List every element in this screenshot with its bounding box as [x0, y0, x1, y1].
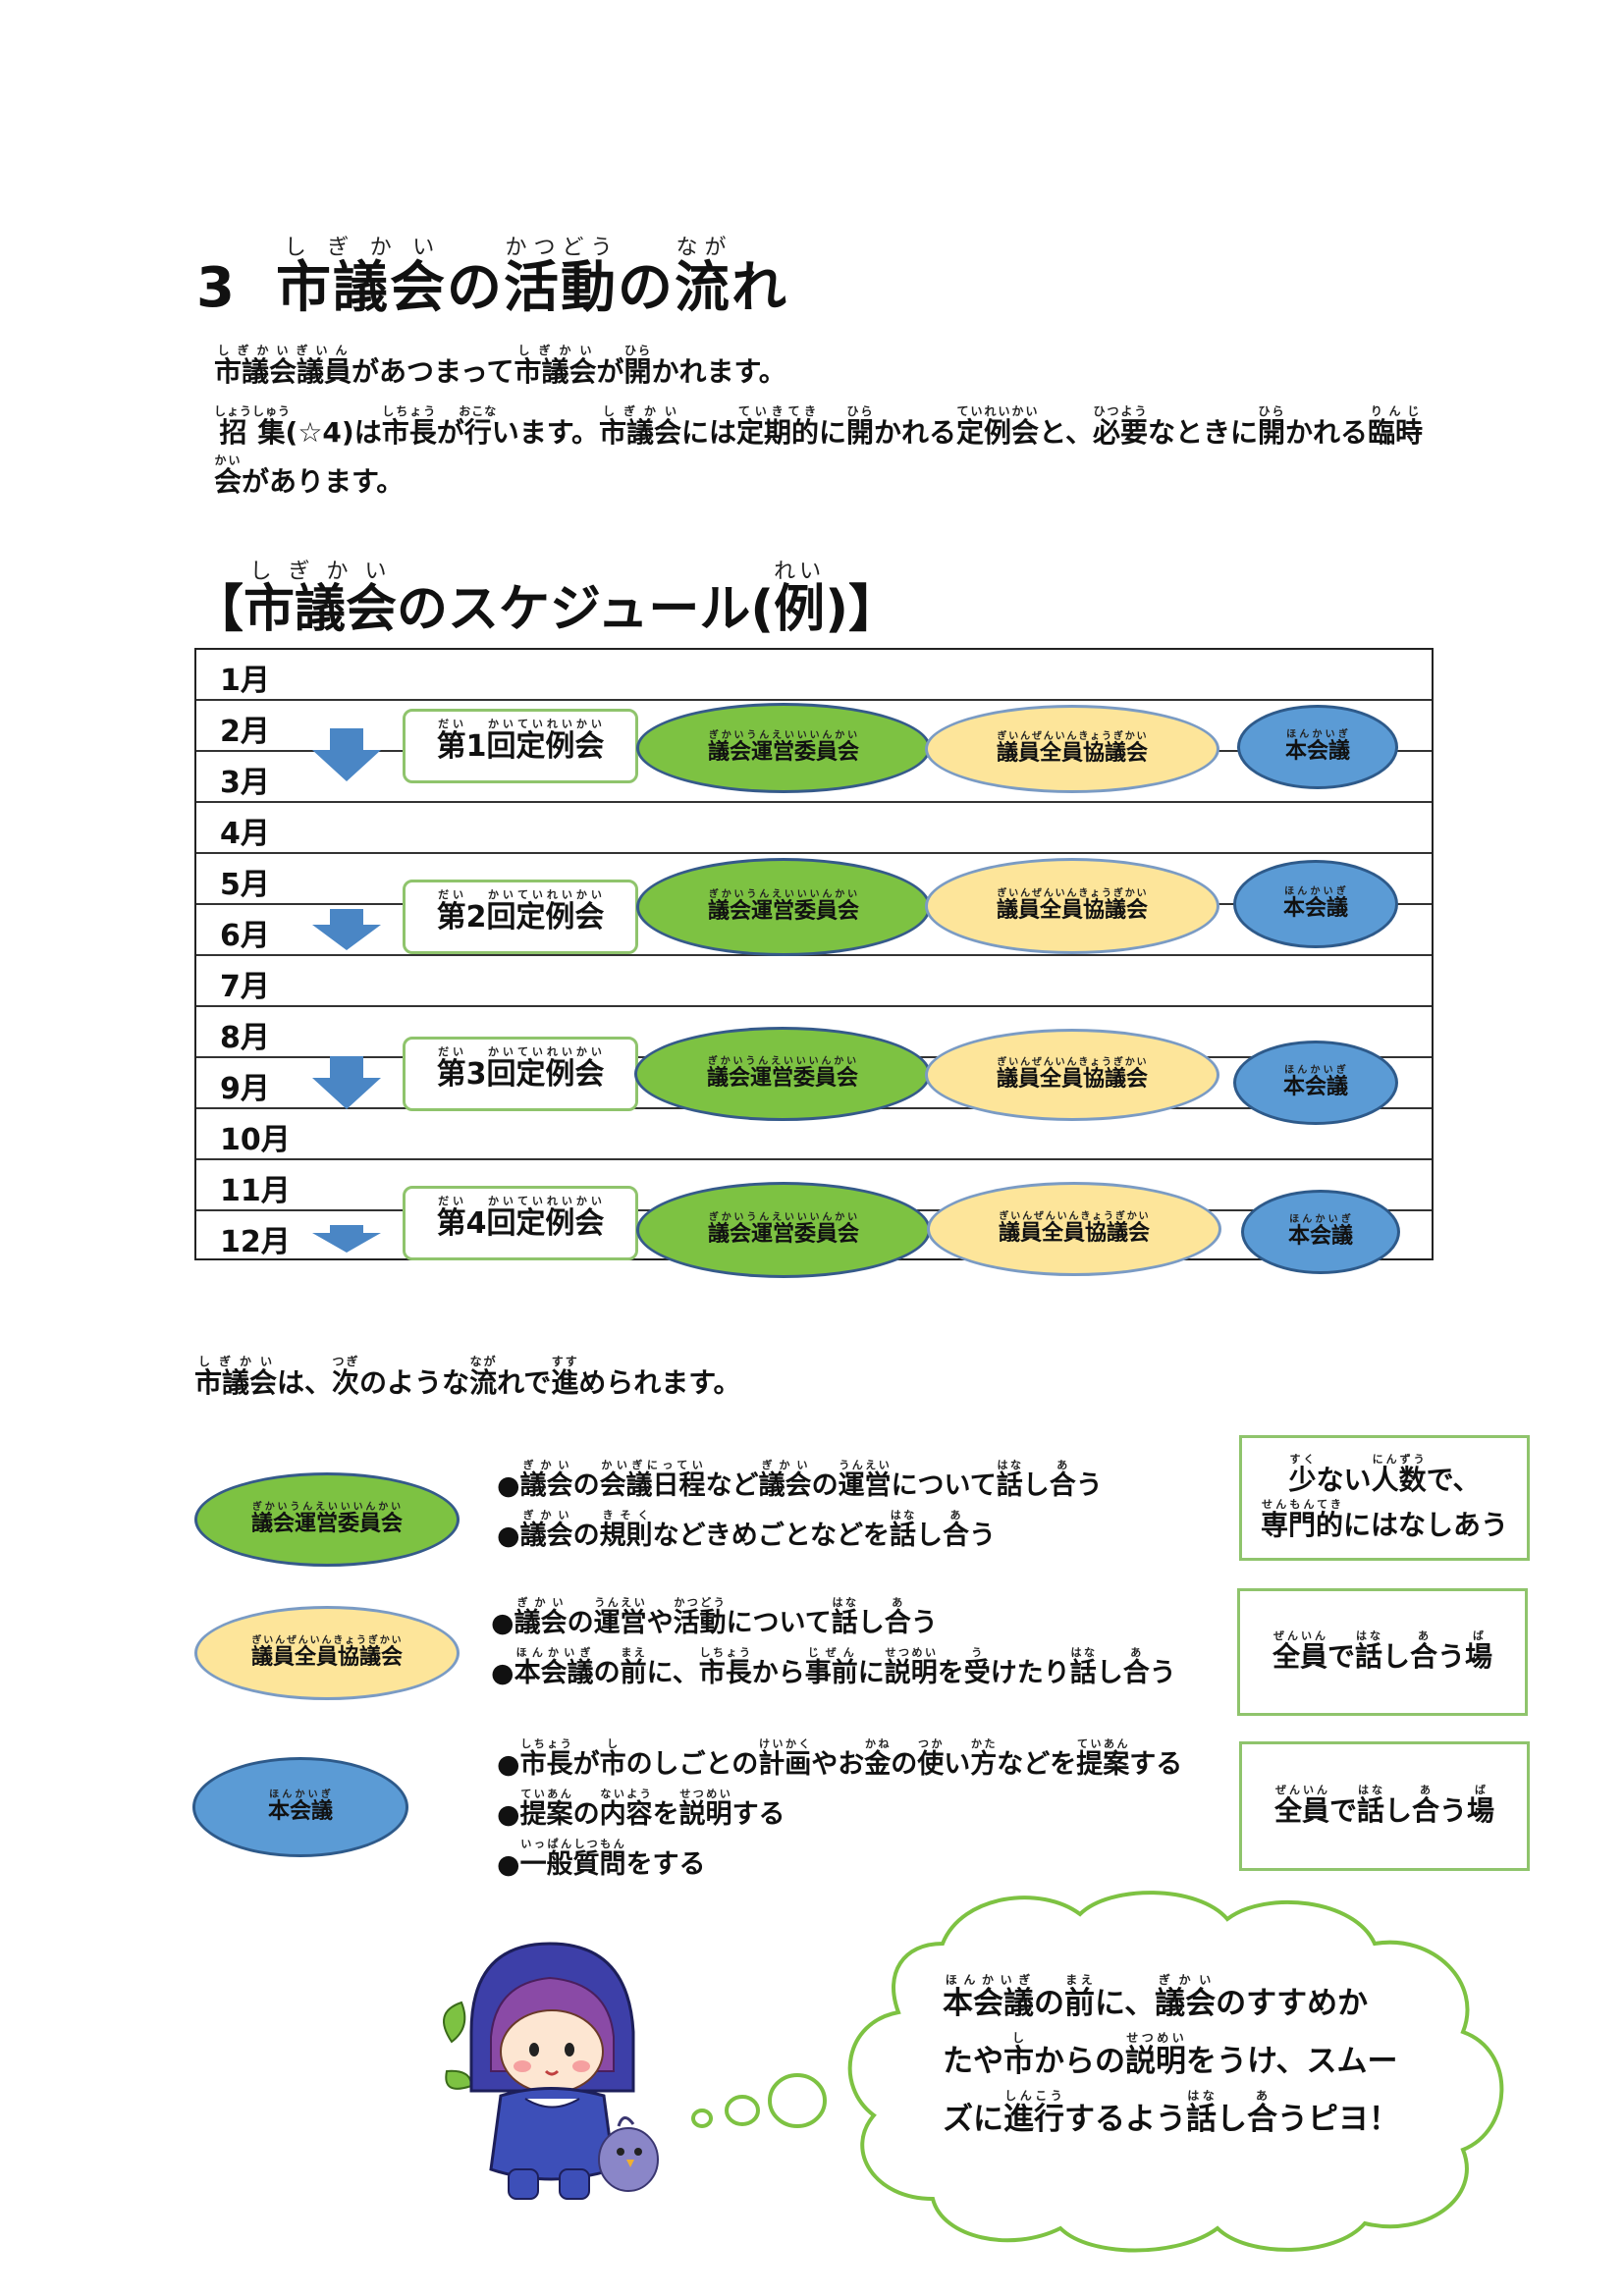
- all-members-ellipse: 議員全員協議会ぎいんぜんいんきょうぎかい: [925, 705, 1219, 793]
- month-row: 3月: [196, 752, 1432, 803]
- month-label: 4月: [220, 817, 270, 851]
- plenary-ellipse: 本会議ほんかいぎ: [1237, 705, 1398, 789]
- steering-committee-ellipse: 議会運営委員会ぎかいうんえいいいんかい: [636, 703, 931, 793]
- down-arrow-icon: [312, 1225, 381, 1253]
- plenary-ellipse: 本会議ほんかいぎ: [192, 1757, 408, 1857]
- side-note-line: 全員ぜんいんで話はなし合あう場ば: [1273, 1784, 1495, 1827]
- session-box: 第だい3回かい定例会ていれいかい: [403, 1037, 638, 1111]
- steering-committee-ellipse: 議会運営委員会ぎかいうんえいいいんかい: [194, 1472, 460, 1567]
- month-label: 12月: [220, 1225, 291, 1259]
- session-label: 第だい3回かい定例会ていれいかい: [436, 1045, 605, 1092]
- bubble-line: たや市しからの説明せつめいをうけ、スムー: [943, 2031, 1398, 2079]
- intro-line-3: 会かいがあります。: [214, 454, 405, 498]
- month-label: 6月: [220, 919, 270, 953]
- bullet-item: ●市長しちょうが市しのしごとの計画けいかくやお金かねの使つかい方かたなどを提案て…: [497, 1737, 1183, 1780]
- month-label: 5月: [220, 868, 270, 902]
- bullet-item: ●提案ていあんの内容ないようを説明せつめいする: [497, 1788, 785, 1830]
- bullet-item: ●議会ぎかいの運営うんえいや活動かつどうについて話はなし合あう: [491, 1596, 938, 1638]
- steering-committee-ellipse: 議会運営委員会ぎかいうんえいいいんかい: [636, 858, 931, 956]
- steering-committee-ellipse: 議会運営委員会ぎかいうんえいいいんかい: [634, 1027, 931, 1121]
- side-note-box: 全員ぜんいんで話はなし合あう場ば: [1237, 1588, 1528, 1716]
- bubble-line: 本会議ほんかいぎの前まえに、議会ぎかいのすすめか: [943, 1973, 1369, 2021]
- side-note-line: 少すくない人数にんずうで、: [1288, 1453, 1481, 1496]
- session-box: 第だい1回かい定例会ていれいかい: [403, 709, 638, 783]
- mascot-character-icon: [443, 1942, 659, 2200]
- plenary-ellipse: 本会議ほんかいぎ: [1241, 1190, 1400, 1274]
- plenary-ellipse: 本会議ほんかいぎ: [1233, 1041, 1398, 1125]
- speech-bubble-text: 本会議ほんかいぎの前まえに、議会ぎかいのすすめか たや市しからの説明せつめいをう…: [943, 1973, 1404, 2147]
- page-title: 3 市議会しぎかいの活動かつどうの流ながれ: [196, 236, 788, 323]
- month-label: 3月: [220, 766, 270, 800]
- title-text: 市議会しぎかいの活動かつどうの流ながれ: [275, 236, 788, 320]
- down-arrow-icon: [312, 728, 381, 781]
- session-label: 第だい2回かい定例会ていれいかい: [436, 888, 605, 934]
- down-arrow-icon: [312, 909, 381, 950]
- steering-committee-ellipse: 議会運営委員会ぎかいうんえいいいんかい: [636, 1182, 931, 1278]
- month-label: 11月: [220, 1174, 291, 1208]
- schedule-table: 1月 2月 3月 4月 5月 6月 7月 8月 9月 10月 11月 12月 第…: [194, 648, 1434, 1278]
- all-members-ellipse: 議員全員協議会ぎいんぜんいんきょうぎかい: [925, 1029, 1219, 1121]
- session-label: 第だい1回かい定例会ていれいかい: [436, 718, 605, 764]
- speech-bubble-cloud: [691, 1891, 1504, 2253]
- month-label: 10月: [220, 1123, 291, 1157]
- month-row: 12月: [196, 1211, 1432, 1262]
- schedule-title: 【市議会しぎかいのスケジュール(例れい)】: [192, 560, 899, 639]
- intro-line-1: 市議会議員しぎかいぎいんがあつまって市議会しぎかいが開ひらかれます。: [214, 344, 786, 388]
- month-label: 7月: [220, 970, 270, 1004]
- bullet-item: ●一般質問いっぱんしつもんをする: [497, 1838, 706, 1880]
- bullet-item: ●議会ぎかいの規則きそくなどきめごとなどを話はなし合あう: [497, 1509, 996, 1551]
- bullet-item: ●本会議ほんかいぎの前まえに、市長しちょうから事前じぜんに説明せつめいを受うけた…: [491, 1646, 1176, 1688]
- flow-bullets: ●議会ぎかいの会議日程かいぎにっていなど議会ぎかいの運営うんえいについて話はなし…: [497, 1459, 1103, 1559]
- month-label: 8月: [220, 1021, 270, 1055]
- intro-line-2: 招集しょうしゅう(☆4)は市長しちょうが行おこないます。市議会しぎかいには定期的…: [214, 404, 1424, 449]
- side-note-line: 全員ぜんいんで話はなし合あう場ば: [1272, 1629, 1493, 1673]
- bubble-line: ズに進行しんこうするよう話はなし合あうピヨ！: [943, 2089, 1399, 2137]
- side-note-box: 少すくない人数にんずうで、 専門的せんもんてきにはなしあう: [1239, 1435, 1530, 1561]
- month-label: 1月: [220, 664, 270, 698]
- session-label: 第だい4回かい定例会ていれいかい: [436, 1195, 605, 1241]
- side-note-line: 専門的せんもんてきにはなしあう: [1260, 1498, 1509, 1541]
- plenary-ellipse: 本会議ほんかいぎ: [1233, 860, 1398, 948]
- section-number: 3: [196, 256, 237, 320]
- month-row: 6月: [196, 905, 1432, 956]
- month-row: 1月: [196, 650, 1432, 701]
- flow-bullets: ●市長しちょうが市しのしごとの計画けいかくやお金かねの使つかい方かたなどを提案て…: [497, 1737, 1182, 1888]
- all-members-ellipse: 議員全員協議会ぎいんぜんいんきょうぎかい: [194, 1606, 460, 1700]
- down-arrow-icon: [312, 1056, 381, 1109]
- side-note-box: 全員ぜんいんで話はなし合あう場ば: [1239, 1741, 1530, 1871]
- session-box: 第だい2回かい定例会ていれいかい: [403, 880, 638, 954]
- month-row: 7月: [196, 956, 1432, 1007]
- flow-intro: 市議会しぎかいは、次つぎのような流ながれで進すすめられます。: [194, 1355, 741, 1399]
- all-members-ellipse: 議員全員協議会ぎいんぜんいんきょうぎかい: [927, 1182, 1221, 1276]
- month-label: 2月: [220, 715, 270, 749]
- all-members-ellipse: 議員全員協議会ぎいんぜんいんきょうぎかい: [925, 858, 1219, 954]
- month-row: 4月: [196, 803, 1432, 854]
- flow-bullets: ●議会ぎかいの運営うんえいや活動かつどうについて話はなし合あう ●本会議ほんかい…: [491, 1596, 1176, 1696]
- month-label: 9月: [220, 1072, 270, 1106]
- session-box: 第だい4回かい定例会ていれいかい: [403, 1186, 638, 1260]
- month-row: 10月: [196, 1109, 1432, 1160]
- bullet-item: ●議会ぎかいの会議日程かいぎにっていなど議会ぎかいの運営うんえいについて話はなし…: [497, 1459, 1103, 1501]
